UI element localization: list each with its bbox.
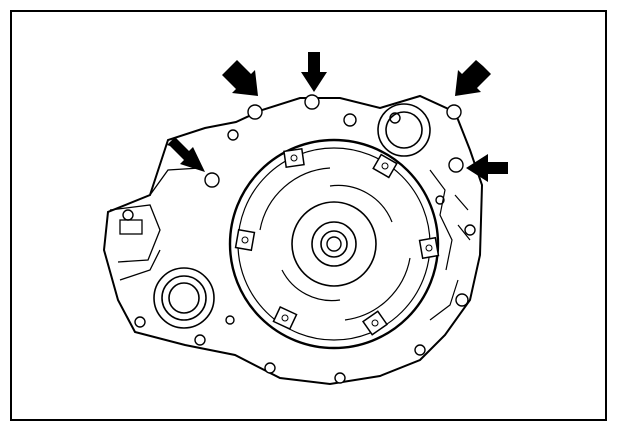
lug-holes: [241, 154, 433, 327]
right-casting-details: [429, 169, 471, 321]
arrow-down-left-icon: [455, 60, 491, 96]
flange-bosses: [122, 94, 476, 384]
arrow-down-right-icon: [222, 60, 258, 96]
upper-seal-boss: [377, 103, 431, 157]
converter-lugs: [234, 147, 440, 336]
callout-arrows: [167, 52, 508, 182]
arrow-left-icon: [466, 154, 508, 182]
left-side-details: [109, 167, 201, 281]
arrow-down-right-icon: [167, 137, 205, 172]
axle-seal: [153, 267, 215, 329]
arrow-down-icon: [301, 52, 327, 92]
